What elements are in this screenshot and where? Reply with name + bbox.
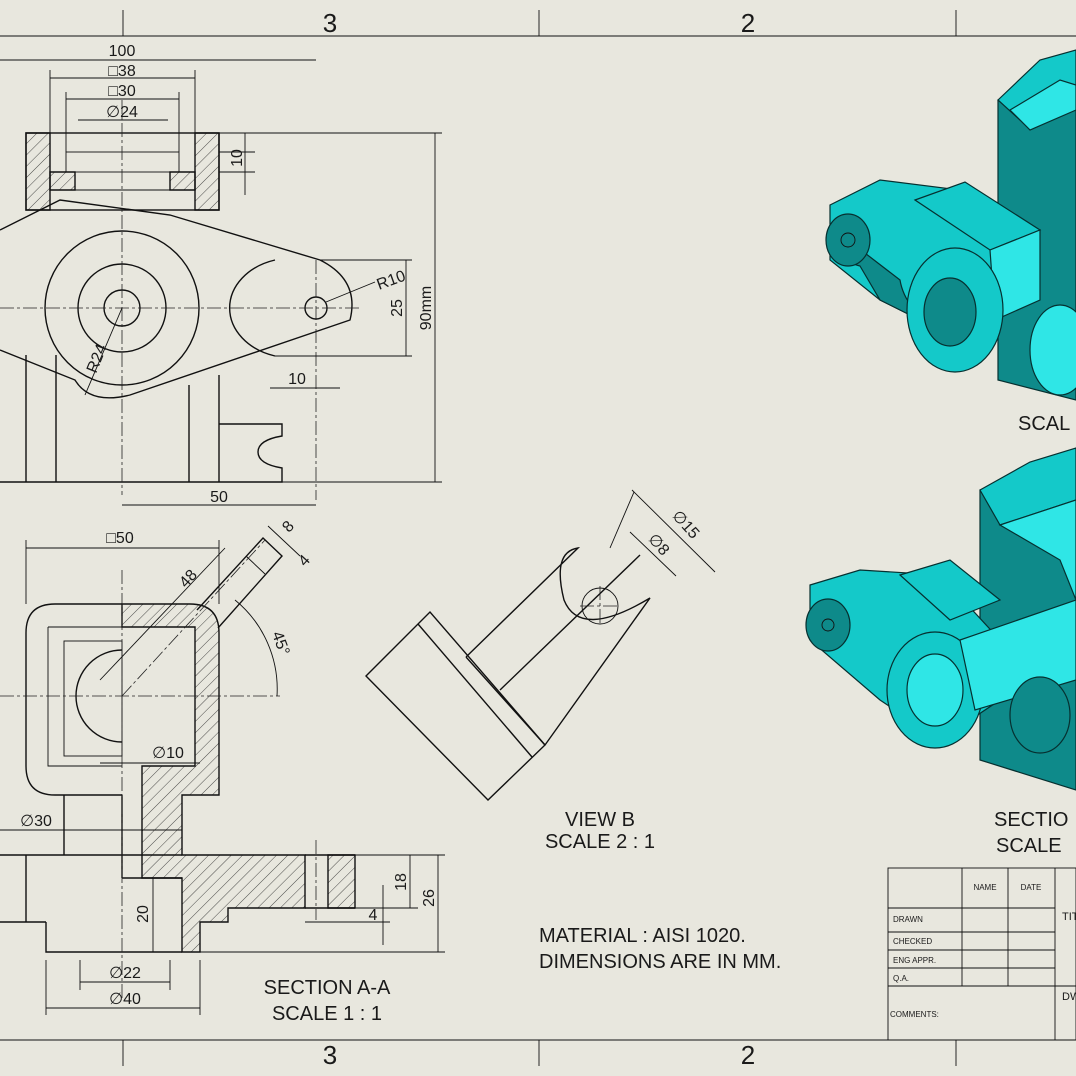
isometric-view-section xyxy=(805,447,1076,791)
title-block-dwg: DW xyxy=(1062,991,1076,1003)
title-block-date-header: DATE xyxy=(1021,883,1042,892)
dim-square-38: □38 xyxy=(108,63,136,80)
dim-4-bottom: 4 xyxy=(369,907,378,924)
dim-radius-24: R24 xyxy=(84,342,111,376)
iso-section-caption: SECTIO xyxy=(994,809,1068,831)
dim-view-b-diameter-15: ∅15 xyxy=(668,508,702,543)
main-view xyxy=(0,59,442,506)
view-b-scale: SCALE 2 : 1 xyxy=(545,831,655,853)
title-block-comments: COMMENTS: xyxy=(890,1010,939,1019)
section-a-a-view xyxy=(0,525,445,1015)
dim-90mm: 90mm xyxy=(418,286,435,330)
dim-radius-10: R10 xyxy=(375,268,408,294)
title-block-row-drawn: DRAWN xyxy=(893,915,923,924)
view-b-title: VIEW B xyxy=(565,809,635,831)
dim-diameter-24: ∅24 xyxy=(106,104,138,121)
dim-4: 4 xyxy=(295,552,314,570)
units-note: DIMENSIONS ARE IN MM. xyxy=(539,951,781,973)
dim-diameter-40: ∅40 xyxy=(109,991,141,1008)
isometric-view-top xyxy=(825,49,1076,401)
dim-square-50: □50 xyxy=(106,530,134,547)
dim-20: 20 xyxy=(135,905,152,923)
title-block-row-checked: CHECKED xyxy=(893,937,932,946)
dim-10-top: 10 xyxy=(229,149,246,167)
zone-number-bottom-2: 2 xyxy=(741,1040,755,1070)
title-block-row-eng-appr: ENG APPR. xyxy=(893,956,936,965)
view-b xyxy=(365,489,716,801)
dim-25: 25 xyxy=(389,299,406,317)
zone-number-bottom-3: 3 xyxy=(323,1040,337,1070)
title-block-row-qa: Q.A. xyxy=(893,974,909,983)
material-note: MATERIAL : AISI 1020. xyxy=(539,925,746,947)
iso-section-scale: SCALE xyxy=(996,835,1062,857)
dim-diameter-30: ∅30 xyxy=(20,813,52,830)
zone-number-top-2: 2 xyxy=(741,8,755,38)
dim-8: 8 xyxy=(279,518,298,536)
zone-number-top-3: 3 xyxy=(323,8,337,38)
dim-26: 26 xyxy=(421,889,438,907)
section-a-a-title: SECTION A-A xyxy=(264,977,391,999)
dim-10-bottom: 10 xyxy=(288,371,306,388)
title-block-title: TIT xyxy=(1062,911,1076,923)
iso-top-caption: SCAL xyxy=(1018,413,1070,435)
dim-diameter-22: ∅22 xyxy=(109,965,141,982)
dim-view-b-diameter-8: ∅8 xyxy=(644,531,672,559)
title-block xyxy=(887,867,1076,1041)
dim-diameter-10: ∅10 xyxy=(152,745,184,762)
dim-square-30: □30 xyxy=(108,83,136,100)
section-a-a-scale: SCALE 1 : 1 xyxy=(272,1003,382,1025)
dim-48: 48 xyxy=(176,567,201,592)
dim-50: 50 xyxy=(210,489,228,506)
title-block-name-header: NAME xyxy=(973,883,996,892)
dim-18: 18 xyxy=(393,873,410,891)
dim-100: 100 xyxy=(109,43,136,60)
